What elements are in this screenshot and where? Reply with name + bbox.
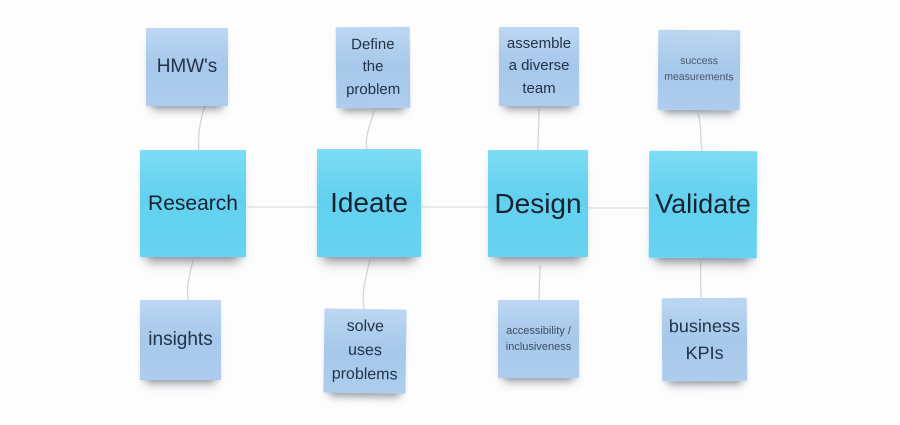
connector-define-ideate	[365, 110, 375, 150]
sticky-note-validate[interactable]: Validate	[648, 150, 758, 259]
sticky-note-research-label: Research	[148, 191, 238, 215]
connector-hmw-research	[197, 104, 206, 151]
sticky-note-hmw[interactable]: HMW's	[146, 28, 228, 106]
sticky-note-ideate[interactable]: Ideate	[317, 149, 421, 257]
sticky-note-validate-label: Validate	[655, 188, 751, 220]
sticky-note-success-measurements-label: success measurements	[664, 55, 734, 84]
sticky-note-ideate-label: Ideate	[330, 187, 408, 218]
connector-ideate-solve	[362, 259, 371, 310]
sticky-note-research[interactable]: Research	[140, 150, 246, 257]
sticky-note-assemble-team[interactable]: assemble a diverse team	[499, 27, 579, 106]
sticky-note-design-label: Design	[494, 187, 582, 219]
sticky-note-business-kpis[interactable]: business KPIs	[661, 297, 748, 382]
sticky-note-define-problem[interactable]: Define the problem	[335, 26, 411, 109]
connector-assemble-design	[537, 108, 540, 151]
sticky-note-define-problem-label: Define the problem	[345, 35, 401, 98]
sticky-note-design[interactable]: Design	[488, 150, 588, 257]
sticky-note-insights-label: insights	[148, 328, 213, 350]
sticky-note-hmw-label: HMW's	[156, 55, 218, 77]
sticky-note-assemble-team-label: assemble a diverse team	[506, 34, 572, 97]
sticky-note-solve-problems-label: solve uses problems	[331, 317, 398, 384]
sticky-note-accessibility-label: accessibility / inclusiveness	[505, 324, 572, 354]
connector-design-accessibility	[538, 265, 541, 301]
sticky-note-accessibility[interactable]: accessibility / inclusiveness	[498, 300, 579, 378]
connector-success-validate	[697, 113, 703, 152]
sticky-note-solve-problems[interactable]: solve uses problems	[323, 308, 407, 394]
sticky-note-insights[interactable]: insights	[140, 300, 221, 380]
sticky-note-business-kpis-label: business KPIs	[668, 315, 740, 363]
sticky-note-success-measurements[interactable]: success measurements	[657, 29, 741, 111]
connector-research-insights	[186, 259, 194, 301]
